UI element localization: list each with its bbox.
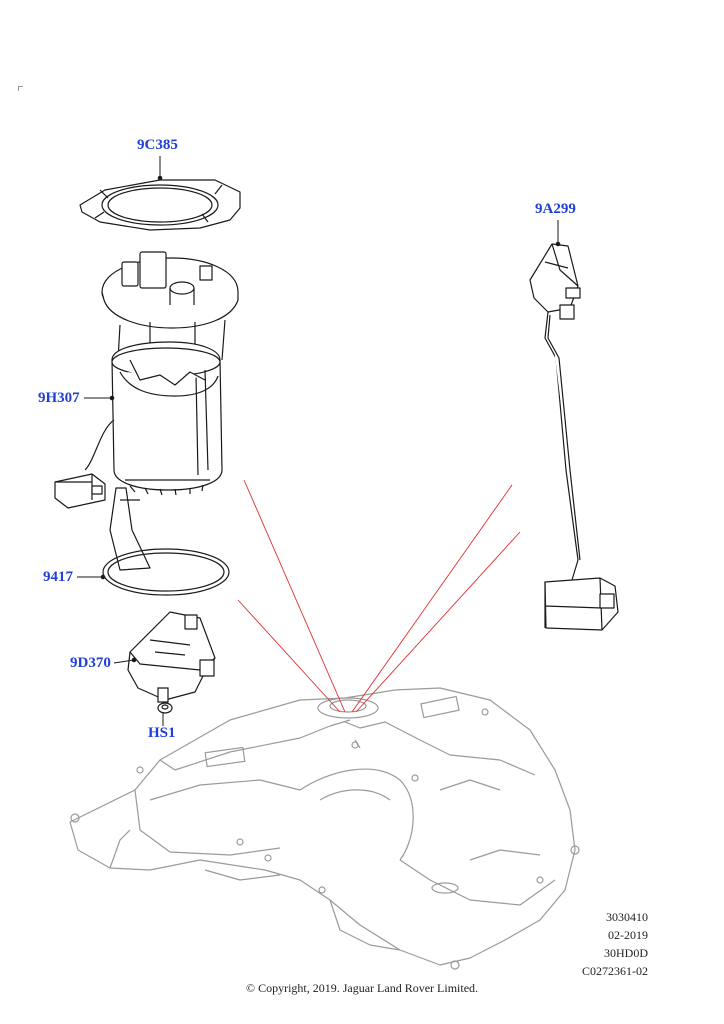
- callout-9h307[interactable]: 9H307: [38, 390, 80, 406]
- locking-ring: [79, 179, 241, 231]
- hex-screw: [157, 687, 173, 714]
- meta-line-3: 30HD0D: [604, 946, 648, 960]
- callout-hs1[interactable]: HS1: [148, 725, 176, 741]
- fuel-pump-module: [54, 251, 239, 571]
- callout-9c385[interactable]: 9C385: [137, 137, 178, 153]
- o-ring-seal: [102, 548, 230, 596]
- diagram-metadata: 3030410 02-2019 30HD0D C0272361-02: [582, 908, 648, 980]
- pump-control-module: [127, 611, 216, 701]
- callout-leaders: [77, 156, 561, 726]
- meta-line-2: 02-2019: [608, 928, 648, 942]
- corner-mark: [18, 86, 23, 91]
- callout-9417[interactable]: 9417: [43, 569, 73, 585]
- copyright-notice: © Copyright, 2019. Jaguar Land Rover Lim…: [245, 981, 479, 995]
- fuel-level-sender: [529, 243, 619, 631]
- fuel-tank: [69, 687, 580, 970]
- callout-9a299[interactable]: 9A299: [535, 201, 576, 217]
- meta-line-1: 3030410: [606, 910, 648, 924]
- meta-line-4: C0272361-02: [582, 964, 648, 978]
- callout-9d370[interactable]: 9D370: [70, 655, 111, 671]
- installation-leader-lines: [237, 479, 521, 713]
